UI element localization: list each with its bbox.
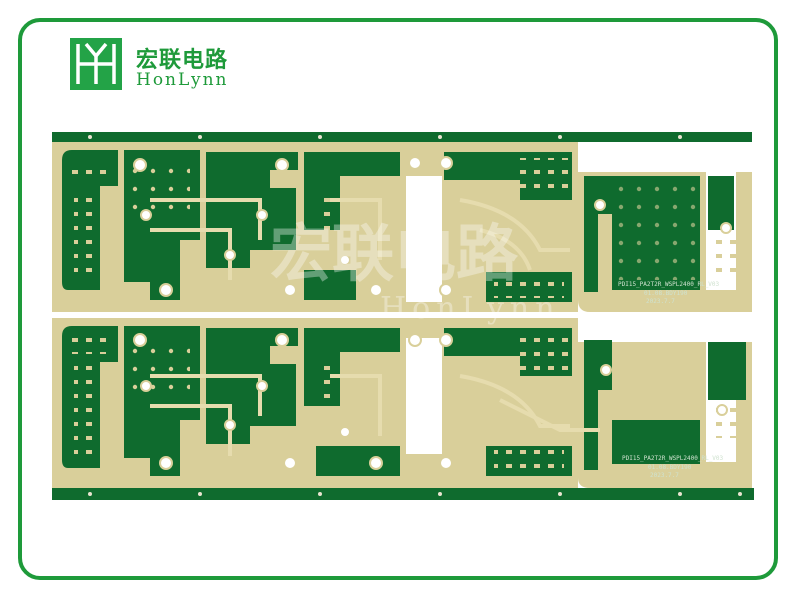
watermark: 宏联电路 HonLynn (270, 217, 561, 326)
pcb-board-top: PDI15_PA2T2R_WSPL2400_RL_V03 01.08.BDY19… (52, 142, 752, 312)
board-top-label-3: 2023.7.7 (646, 298, 675, 305)
board-top-label-2: 01.08.BDY190 (644, 290, 688, 297)
brand-name-chinese: 宏联电路 (136, 48, 229, 73)
board-bottom-label-3: 2023.7.7 (650, 472, 679, 479)
pcb-board-bottom: PDI15_PA2T2R_WSPL2400_RL_V03 01.08.BDY19… (52, 318, 752, 488)
watermark-text-cn: 宏联电路 (270, 217, 519, 290)
honlynn-logo-icon (70, 38, 122, 90)
watermark-text-en: HonLynn (380, 291, 561, 326)
board-bottom-label-2: 01.08.BDY190 (648, 464, 692, 471)
board-bottom-label-1: PDI15_PA2T2R_WSPL2400_RL_V03 (622, 455, 724, 462)
board-top-label-1: PDI15_PA2T2R_WSPL2400_RL_V03 (618, 281, 720, 288)
brand-name-english: HonLynn (136, 70, 229, 90)
